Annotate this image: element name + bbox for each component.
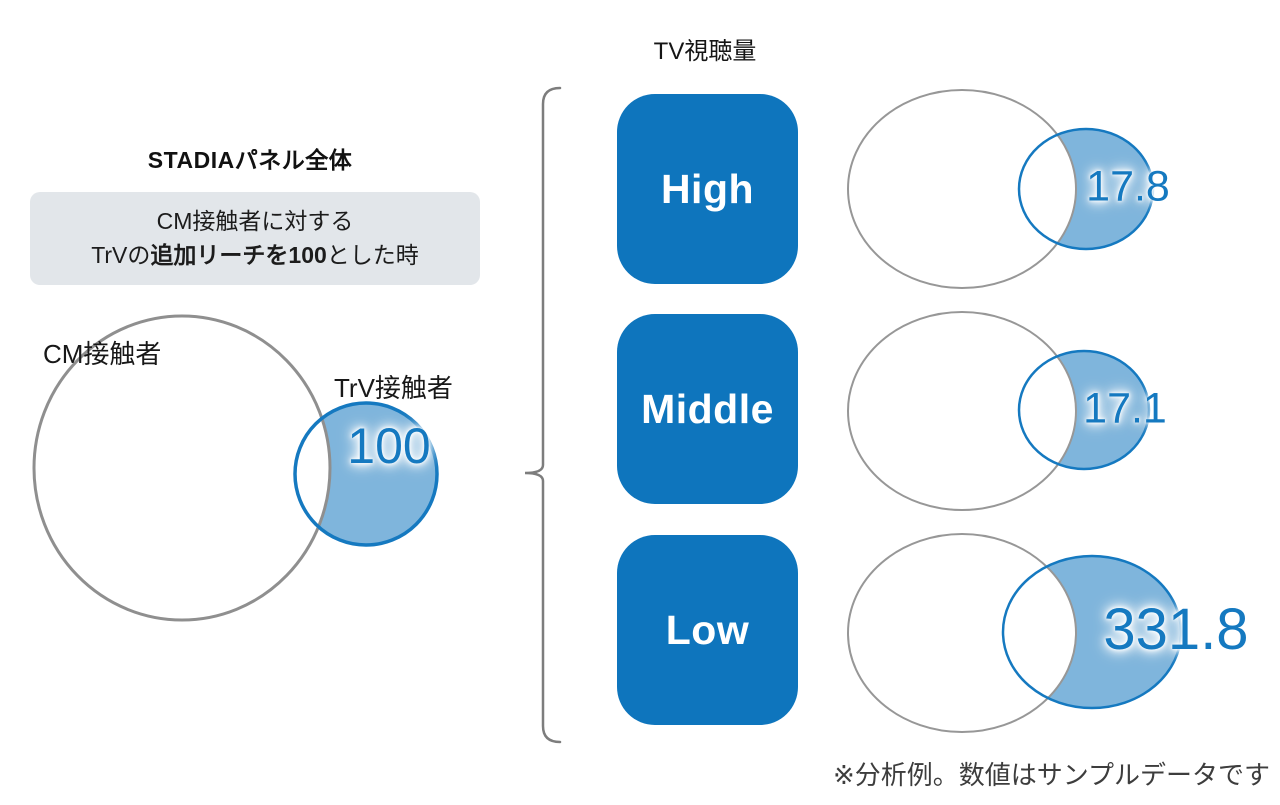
trv-circle-fill [295, 403, 437, 545]
sample-data-footnote: ※分析例。数値はサンプルデータです [832, 760, 1270, 790]
venn-high-blue-fill [1019, 129, 1153, 249]
level-box-high: High [617, 94, 798, 284]
venn-value-high: 17.8 [1086, 162, 1170, 211]
cm-circle-label: CM接触者 [43, 339, 162, 369]
venn-value-low: 331.8 [1103, 597, 1249, 662]
venn-high-blue-outline [1017, 127, 1155, 251]
overall-venn-value: 100 [347, 418, 431, 474]
note-line2-pre: TrVの [91, 241, 151, 268]
level-label-middle: Middle [641, 385, 774, 432]
cm-circle-outline [32, 314, 332, 622]
level-label-low: Low [665, 606, 750, 653]
venn-middle [847, 311, 1151, 511]
note-line-2: TrVの追加リーチを100とした時 [91, 239, 419, 272]
venn-low-gray-outline [847, 533, 1077, 733]
venn-high-gray-outline [847, 89, 1077, 289]
venn-low-blue-fill [1003, 556, 1181, 708]
venn-middle-blue-outline [1017, 349, 1151, 471]
venn-middle-gray-outline [847, 311, 1077, 511]
note-line2-bold: 追加リーチを100 [150, 241, 327, 268]
level-box-low: Low [617, 535, 798, 725]
venn-high [847, 89, 1155, 289]
level-label-high: High [660, 165, 755, 212]
level-box-middle: Middle [617, 314, 798, 504]
brace-connector [524, 86, 562, 744]
venn-low [847, 533, 1183, 733]
venn-low-blue-outline [1001, 554, 1183, 710]
note-line2-post: とした時 [326, 241, 419, 268]
tv-viewing-header: TV視聴量 [653, 38, 757, 65]
assumption-note-box: CM接触者に対する TrVの追加リーチを100とした時 [30, 192, 480, 285]
overall-venn-diagram [32, 314, 439, 622]
trv-circle-outline [293, 401, 439, 547]
note-line-1: CM接触者に対する [156, 208, 354, 235]
left-panel-title: STADIAパネル全体 [147, 147, 353, 173]
trv-circle-label: TrV接触者 [334, 373, 453, 403]
venn-value-middle: 17.1 [1083, 384, 1167, 433]
venn-middle-blue-fill [1019, 351, 1149, 469]
